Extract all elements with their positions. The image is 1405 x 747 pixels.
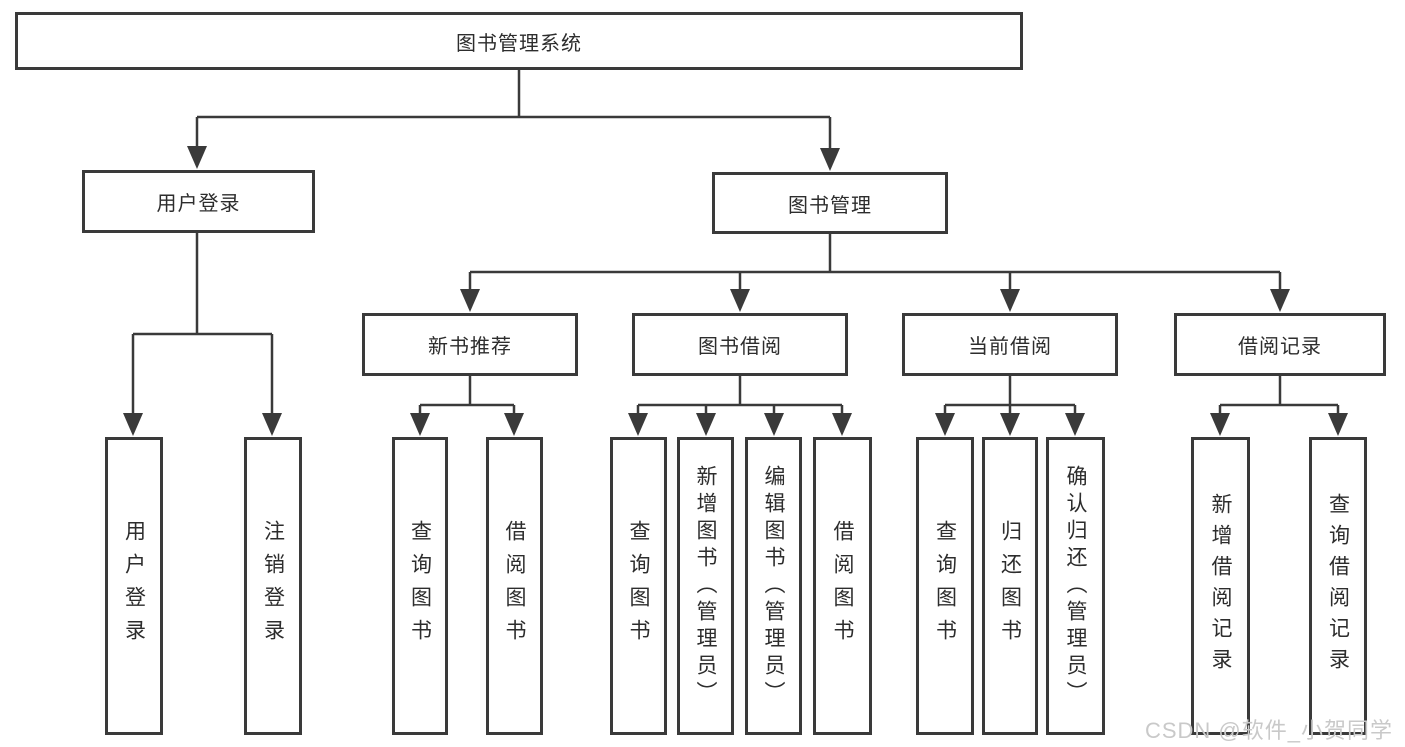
node-leaf-confirm-return-admin: 确认归还（管理员） — [1046, 437, 1105, 735]
leaf-label: 确认归还（管理员） — [1064, 464, 1087, 708]
leaf-label: 借阅图书 — [831, 520, 854, 652]
node-new-book-recommendation: 新书推荐 — [362, 313, 578, 376]
node-leaf-return-books: 归还图书 — [982, 437, 1038, 735]
node-leaf-edit-books-admin: 编辑图书（管理员） — [745, 437, 802, 735]
node-leaf-borrow-books-1: 借阅图书 — [486, 437, 543, 735]
node-leaf-query-books-2: 查询图书 — [610, 437, 667, 735]
node-borrowing-records: 借阅记录 — [1174, 313, 1386, 376]
leaf-label: 注销登录 — [261, 520, 285, 652]
node-leaf-borrow-books-2: 借阅图书 — [813, 437, 872, 735]
leaf-label: 编辑图书（管理员） — [762, 464, 785, 708]
node-user-login: 用户登录 — [82, 170, 315, 233]
leaf-label: 查询图书 — [627, 520, 650, 652]
node-book-management: 图书管理 — [712, 172, 948, 234]
leaf-label: 归还图书 — [998, 520, 1022, 652]
node-leaf-add-books-admin: 新增图书（管理员） — [677, 437, 734, 735]
node-book-borrowing: 图书借阅 — [632, 313, 848, 376]
node-library-management-system: 图书管理系统 — [15, 12, 1023, 70]
leaf-label: 查询图书 — [408, 520, 432, 652]
node-leaf-query-borrow-record: 查询借阅记录 — [1309, 437, 1367, 735]
node-leaf-user-login: 用户登录 — [105, 437, 163, 735]
leaf-label: 查询借阅记录 — [1326, 493, 1350, 679]
node-leaf-logout: 注销登录 — [244, 437, 302, 735]
leaf-label: 新增借阅记录 — [1209, 493, 1232, 679]
node-leaf-query-books-1: 查询图书 — [392, 437, 448, 735]
arrowheads — [123, 146, 1348, 436]
node-current-borrowing: 当前借阅 — [902, 313, 1118, 376]
node-leaf-query-books-3: 查询图书 — [916, 437, 974, 735]
node-leaf-add-borrow-record: 新增借阅记录 — [1191, 437, 1250, 735]
leaf-label: 新增图书（管理员） — [694, 464, 717, 708]
leaf-label: 借阅图书 — [503, 520, 526, 652]
leaf-label: 用户登录 — [122, 520, 146, 652]
leaf-label: 查询图书 — [933, 520, 957, 652]
